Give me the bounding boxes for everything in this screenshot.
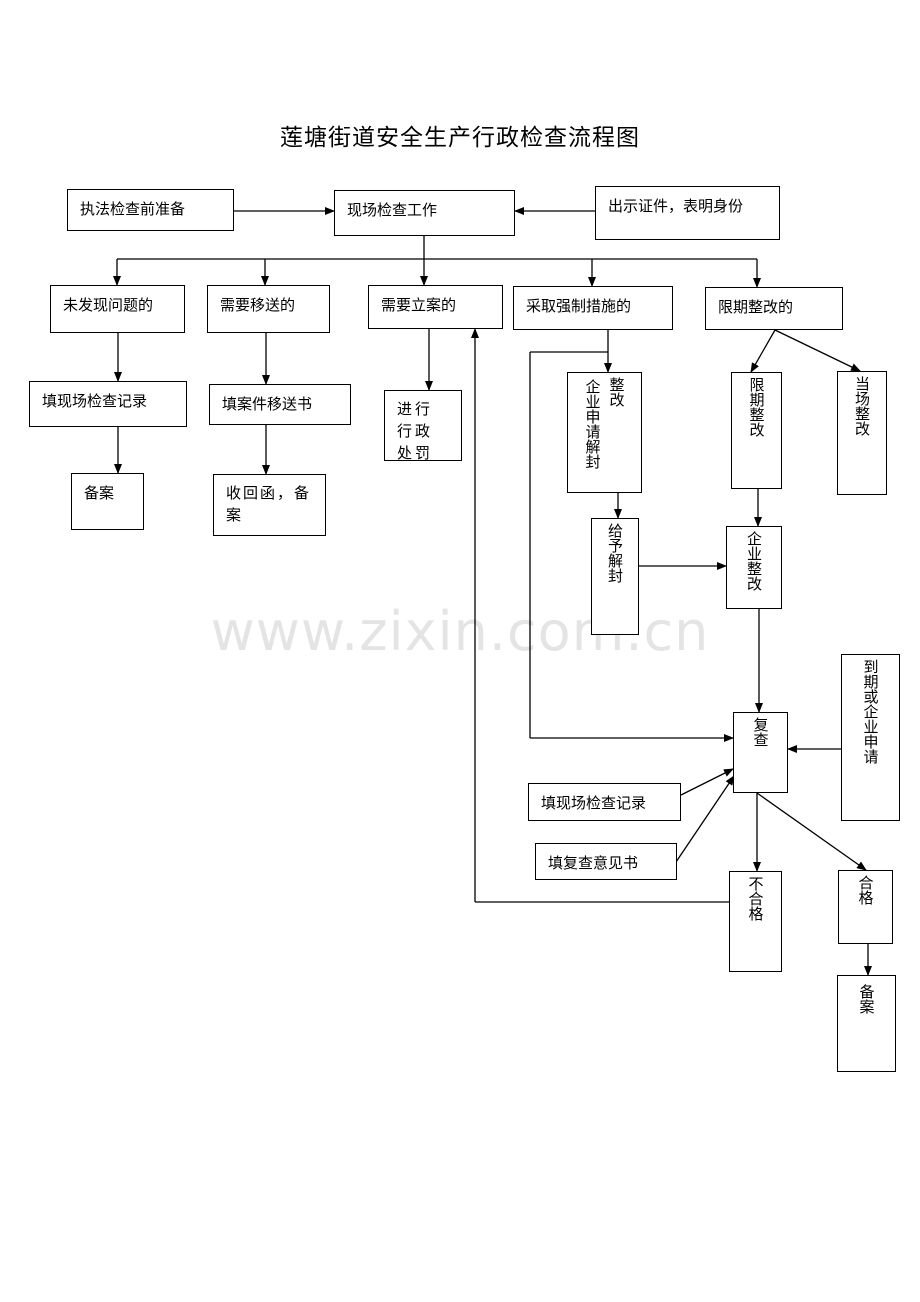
node-receipt: 收回函，备案 [213, 474, 326, 536]
node-enforce: 采取强制措施的 [513, 286, 673, 330]
node-enforce-label: 采取强制措施的 [526, 297, 632, 315]
page-title: 莲塘街道安全生产行政检查流程图 [280, 125, 640, 151]
node-no-issue: 未发现问题的 [50, 285, 185, 333]
node-file-case: 需要立案的 [368, 285, 503, 329]
node-archive2-label: 备案 [857, 984, 876, 1014]
arrow-record2-recheck [680, 768, 734, 796]
node-grant-unseal-label: 给予解封 [606, 523, 624, 583]
node-grant-unseal: 给予解封 [591, 518, 639, 635]
node-due-apply: 到期或企业申请 [841, 654, 900, 821]
node-onsite-label: 现场检查工作 [347, 201, 438, 219]
node-deadline-rect: 限期整改 [731, 372, 782, 489]
node-pass-label: 合格 [856, 875, 875, 905]
node-show-id-label: 出示证件，表明身份 [608, 197, 744, 215]
node-recheck-label: 复查 [751, 717, 770, 747]
node-fail-label: 不合格 [746, 876, 765, 921]
node-apply-unseal-label: 企业申请解封 [583, 379, 602, 469]
node-deadline-rect-label: 限期整改 [747, 377, 766, 437]
node-ent-rect: 企业整改 [726, 526, 782, 609]
node-archive1-label: 备案 [84, 484, 115, 502]
node-onsite-rect-label: 当场整改 [853, 376, 871, 436]
node-record1: 填现场检查记录 [29, 381, 187, 427]
node-transfer: 需要移送的 [207, 285, 330, 333]
node-record2: 填现场检查记录 [528, 783, 681, 821]
node-recheck-opinion-label: 填复查意见书 [548, 854, 639, 872]
node-onsite-rect: 当场整改 [837, 371, 887, 495]
node-pass: 合格 [838, 870, 893, 944]
node-transfer-doc: 填案件移送书 [209, 384, 351, 425]
node-recheck-opinion: 填复查意见书 [535, 843, 677, 880]
node-show-id: 出示证件，表明身份 [595, 186, 780, 240]
arrow-deadline-deadlinerect [750, 329, 776, 373]
node-archive1: 备案 [71, 473, 144, 530]
node-archive2: 备案 [837, 975, 896, 1072]
node-transfer-label: 需要移送的 [220, 296, 296, 314]
arrow-opinion-recheck [675, 775, 735, 863]
node-due-apply-label: 到期或企业申请 [861, 659, 880, 764]
node-deadline: 限期整改的 [705, 287, 843, 330]
node-prep-label: 执法检查前准备 [80, 200, 186, 218]
node-fail: 不合格 [729, 871, 782, 972]
node-file-case-label: 需要立案的 [381, 296, 457, 314]
arrow-recheck-pass [756, 792, 867, 871]
node-onsite: 现场检查工作 [334, 190, 515, 236]
arrow-deadline-onsiterect [774, 329, 861, 372]
node-ent-rect-label: 企业整改 [745, 531, 763, 591]
node-no-issue-label: 未发现问题的 [63, 296, 154, 314]
node-prep: 执法检查前准备 [67, 189, 234, 231]
node-deadline-label: 限期整改的 [718, 298, 794, 316]
node-receipt-label: 收回函，备案 [226, 484, 312, 524]
node-penalty: 进行行政处罚 [384, 390, 462, 462]
node-record1-label: 填现场检查记录 [42, 392, 148, 410]
node-recheck: 复查 [733, 712, 788, 793]
node-record2-label: 填现场检查记录 [541, 794, 647, 812]
node-rectify-label: 整改 [607, 377, 626, 407]
node-penalty-label: 进行行政处罚 [397, 400, 434, 462]
node-transfer-doc-label: 填案件移送书 [222, 395, 313, 413]
node-rectify-apply: 整改 企业申请解封 [567, 372, 642, 493]
